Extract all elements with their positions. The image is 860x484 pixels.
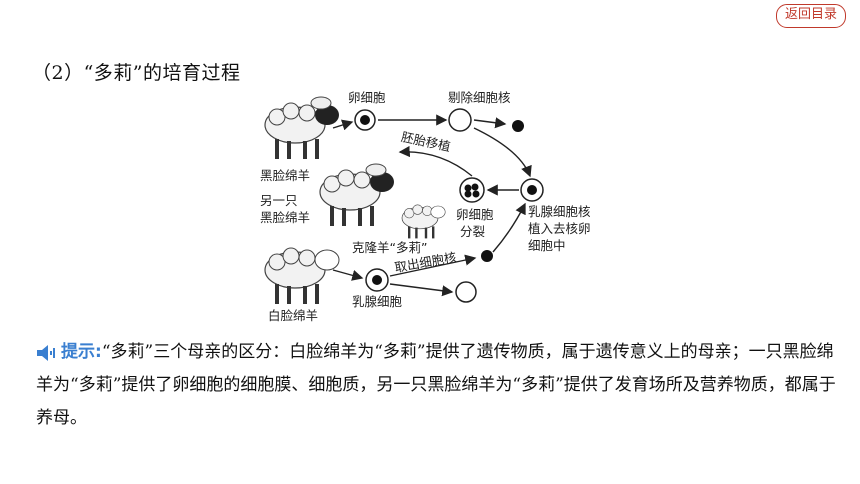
label-remove-nucleus: 剔除细胞核: [448, 90, 511, 105]
label-another-sheep-2: 黑脸绵羊: [260, 210, 310, 225]
section-title: （2）“多莉”的培育过程: [32, 62, 241, 84]
return-to-contents-button[interactable]: 返回目录: [775, 4, 846, 28]
label-mammary-cell: 乳腺细胞: [352, 294, 403, 309]
label-clone-sheep: 克隆羊“多莉”: [352, 240, 427, 255]
tip-paragraph: 提示: “多莉”三个母亲的区分：白脸绵羊为“多莉”提供了遗传物质，属于遗传意义上…: [36, 336, 836, 435]
speaker-icon: [37, 344, 55, 361]
dolly-cloning-diagram: 黑脸绵羊 卵细胞 剔除细胞核 乳腺细胞核 植入去核卵 细胞中 卵细胞 分裂 胚胎…: [240, 80, 620, 330]
label-egg-division-2: 分裂: [460, 224, 485, 239]
label-black-face-sheep: 黑脸绵羊: [260, 168, 310, 183]
label-nucleus-implant-2: 植入去核卵: [528, 221, 591, 236]
tip-label: 提示:: [61, 342, 102, 362]
label-another-sheep-1: 另一只: [260, 193, 298, 208]
mammary-remnant-icon: [455, 281, 477, 303]
clone-lamb-image: [400, 203, 446, 240]
surrogate-black-face-sheep-image: [318, 163, 394, 228]
enucleated-egg-icon: [448, 108, 472, 132]
tip-text: “多莉”三个母亲的区分：白脸绵羊为“多莉”提供了遗传物质，属于遗传意义上的母亲；…: [36, 342, 836, 428]
dividing-egg-icon: [459, 177, 485, 203]
removed-nucleus-icon: [512, 120, 524, 132]
label-nucleus-implant-1: 乳腺细胞核: [528, 204, 591, 219]
label-egg-division-1: 卵细胞: [456, 207, 494, 222]
label-white-face-sheep: 白脸绵羊: [268, 308, 318, 323]
black-face-sheep-image: [263, 96, 339, 161]
extracted-nucleus-icon: [481, 250, 493, 262]
tip-badge: 提示:: [36, 336, 102, 369]
white-face-sheep-image: [263, 246, 340, 306]
label-egg-cell: 卵细胞: [348, 90, 386, 105]
label-nucleus-implant-3: 细胞中: [528, 238, 566, 253]
label-embryo-transfer: 胚胎移植: [400, 129, 452, 154]
